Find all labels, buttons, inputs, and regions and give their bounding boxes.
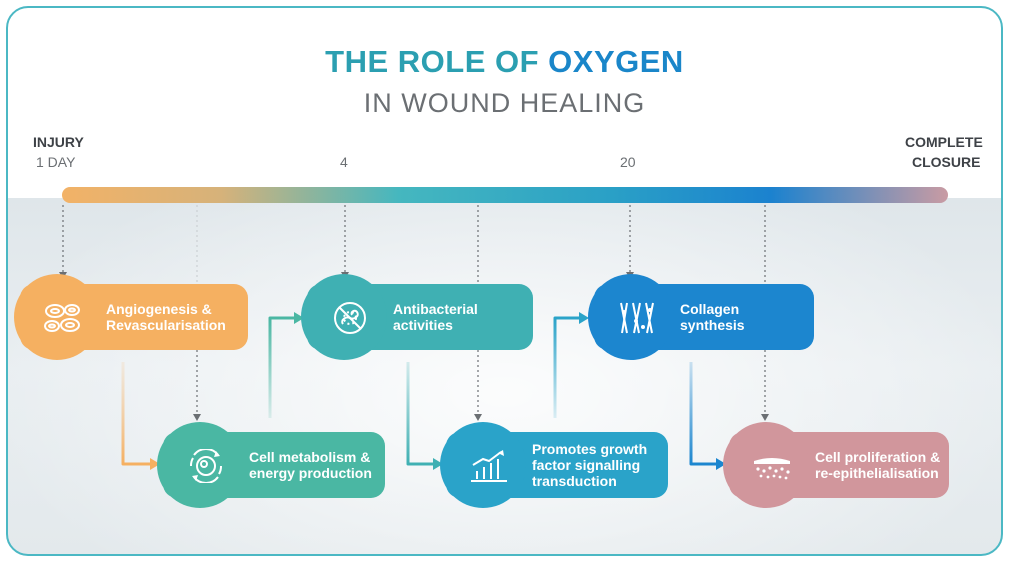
timeline-bar xyxy=(62,187,948,203)
day-1-label: 1 DAY xyxy=(36,154,76,170)
growth-chart-icon xyxy=(471,450,507,482)
title-part1: THE ROLE OF xyxy=(325,44,549,79)
day-20-label: 20 xyxy=(620,154,636,170)
title-oxygen: OXYGEN xyxy=(548,44,684,79)
step-text: Collagen synthesis xyxy=(680,284,745,350)
step-collagen: Collagen synthesis xyxy=(588,274,814,360)
step-growth-factor: Promotes growth factor signalling transd… xyxy=(440,422,668,508)
step-label-line1: Antibacterial xyxy=(393,301,478,317)
red-blood-cells-icon xyxy=(44,304,80,332)
step-label-line1: Cell metabolism & xyxy=(249,449,371,465)
skin-cells-icon xyxy=(754,458,790,480)
injury-label: INJURY xyxy=(33,134,84,150)
complete-label: COMPLETE xyxy=(905,134,983,150)
step-label-line2: energy production xyxy=(249,465,372,481)
title-main: THE ROLE OF OXYGEN xyxy=(0,44,1009,80)
closure-label: CLOSURE xyxy=(912,154,981,170)
day-4-label: 4 xyxy=(340,154,348,170)
step-circle xyxy=(723,422,809,508)
step-cell-metabolism: Cell metabolism & energy production xyxy=(157,422,385,508)
step-cell-proliferation: Cell proliferation & re-epithelialisatio… xyxy=(723,422,949,508)
step-label-line1: Angiogenesis & xyxy=(106,301,212,317)
cell-cycle-icon xyxy=(190,449,222,483)
step-angiogenesis: Angiogenesis & Revascularisation xyxy=(14,274,248,360)
no-bacteria-icon xyxy=(334,302,366,334)
step-circle xyxy=(588,274,674,360)
step-label-line2: activities xyxy=(393,317,453,333)
step-label-line2: re-epithelialisation xyxy=(815,465,939,481)
step-label-line3: transduction xyxy=(532,473,617,489)
step-antibacterial: Antibacterial activities xyxy=(301,274,533,360)
title-sub: IN WOUND HEALING xyxy=(363,88,646,118)
step-text: Promotes growth factor signalling transd… xyxy=(532,432,647,498)
step-label-line2: synthesis xyxy=(680,317,745,333)
step-label-line1: Collagen xyxy=(680,301,740,317)
step-label-line2: factor signalling xyxy=(532,457,641,473)
step-circle xyxy=(440,422,526,508)
step-label-line1: Promotes growth xyxy=(532,441,648,457)
step-label-line2: Revascularisation xyxy=(106,317,226,333)
step-circle xyxy=(157,422,243,508)
step-circle xyxy=(301,274,387,360)
step-text: Angiogenesis & Revascularisation xyxy=(106,284,226,350)
step-text: Cell metabolism & energy production xyxy=(249,432,372,498)
step-text: Cell proliferation & re-epithelialisatio… xyxy=(815,432,940,498)
step-label-line1: Cell proliferation & xyxy=(815,449,941,465)
collagen-fibers-icon xyxy=(620,302,654,334)
step-text: Antibacterial activities xyxy=(393,284,478,350)
